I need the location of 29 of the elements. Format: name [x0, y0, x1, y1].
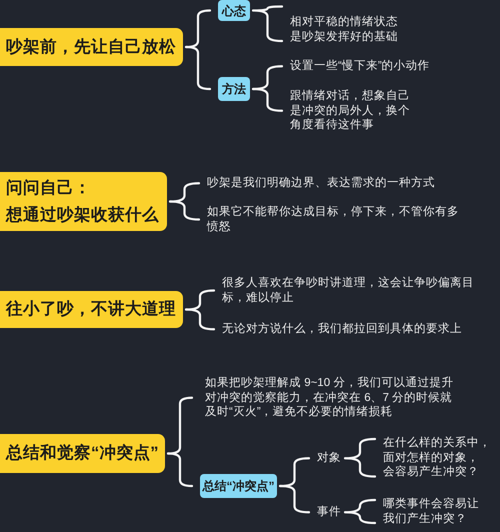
note-text: 很多人喜欢在争吵时讲道理，这会让争吵偏离目标，难以停止 — [222, 276, 479, 305]
branch-label: 事件 — [317, 505, 342, 520]
note-text: 如果它不能帮你达成目标，停下来，不管你有多愤怒 — [207, 205, 464, 234]
curly-brace — [344, 438, 376, 478]
topic-title: 问问自己：想通过吵架收获什么 — [6, 178, 160, 226]
topic-box — [0, 172, 167, 231]
subtopic-label: 方法 — [222, 82, 246, 96]
topic-box — [0, 434, 165, 473]
branch-label: 对象 — [317, 451, 342, 466]
subtopic-label: 心态 — [222, 4, 246, 18]
topic-box — [0, 28, 183, 66]
curly-brace — [252, 5, 284, 42]
note-text: 如果把吵架理解成 9~10 分，我们可以通过提升对冲突的觉察能力，在冲突在 6、7 分的时候就及时“灭火”，避免不必要的情绪损耗 — [205, 376, 459, 420]
topic-title: 总结和觉察“冲突点” — [6, 442, 158, 464]
subtopic-box — [200, 474, 277, 498]
subtopic-box — [218, 0, 250, 21]
topic-title: 往小了吵，不讲大道理 — [6, 299, 176, 320]
note-text: 跟情绪对话，想象自己是冲突的局外人，换个角度看待这件事 — [290, 89, 414, 132]
topic-box — [0, 291, 183, 328]
note-text: 吵架是我们明确边界、表达需求的一种方式 — [207, 176, 477, 190]
topic-title: 吵架前，先让自己放松 — [6, 36, 176, 58]
subtopic-label: 总结“冲突点” — [202, 479, 274, 493]
note-text: 在什么样的关系中，面对怎样的对象，会容易产生冲突？ — [383, 436, 495, 480]
curly-brace — [344, 498, 376, 524]
subtopic-box — [218, 77, 250, 101]
note-text: 设置一些“慢下来”的小动作 — [290, 59, 490, 74]
note-text: 哪类事件会容易让我们产生冲突？ — [383, 497, 484, 526]
note-text: 无论对方说什么，我们都拉回到具体的要求上 — [222, 322, 482, 336]
note-text: 相对平稳的情绪状态是吵架发挥好的基础 — [290, 15, 401, 44]
